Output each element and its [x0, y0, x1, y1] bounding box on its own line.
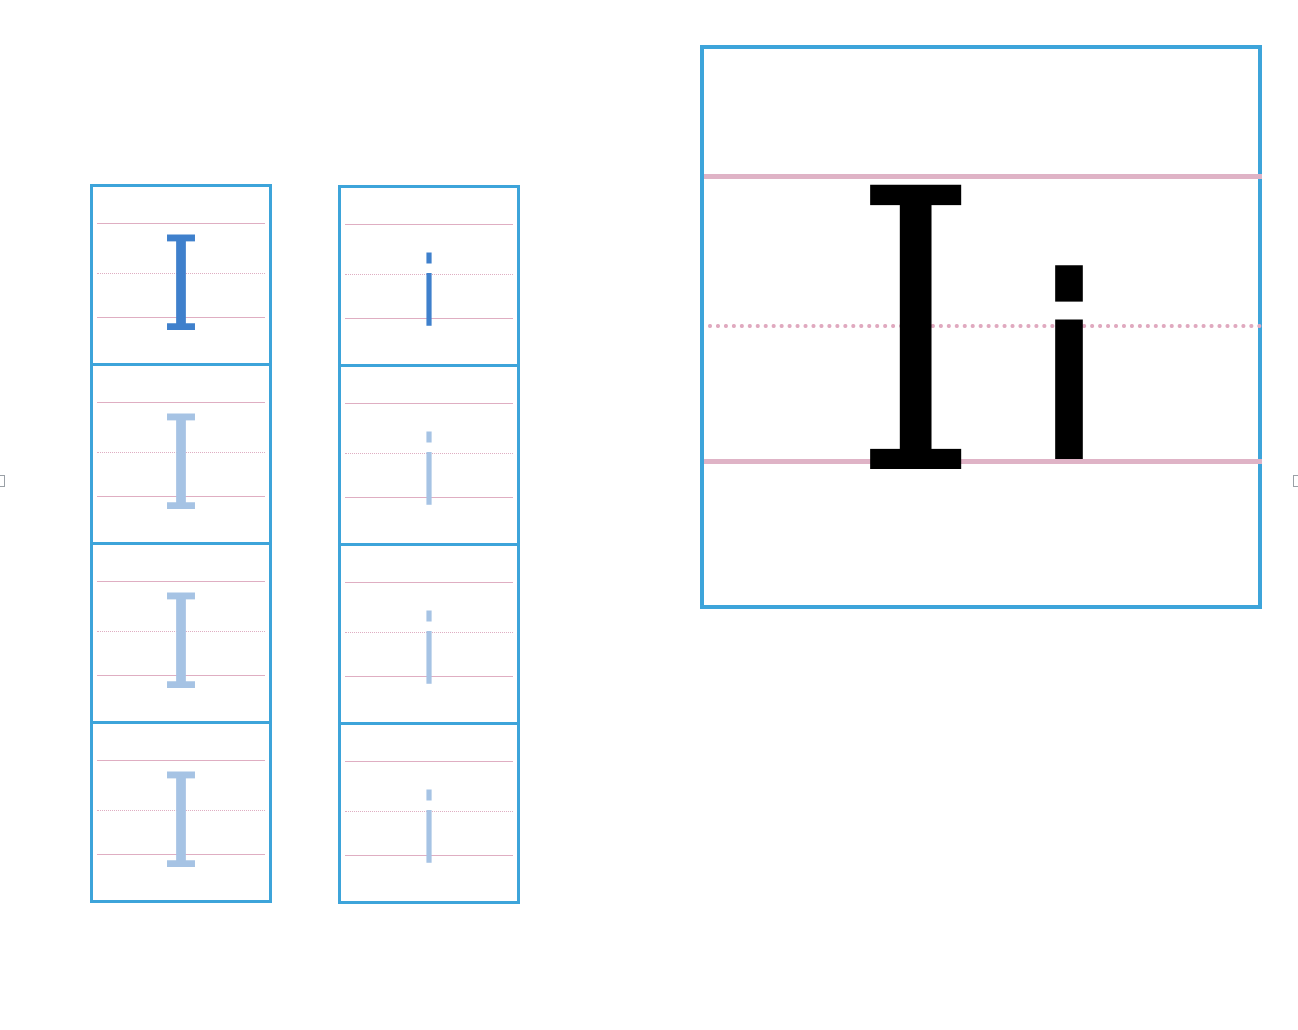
mid-dotted-guide-line	[708, 324, 1262, 328]
uppercase-practice-cell: I	[90, 363, 272, 545]
display-uppercase-letter: I	[852, 107, 979, 561]
base-guide-line	[97, 854, 265, 855]
lowercase-practice-cell: i	[338, 185, 520, 367]
lowercase-letter-example: i	[420, 237, 437, 349]
top-guide-line	[97, 760, 265, 761]
top-guide-line	[345, 582, 513, 583]
base-guide-line	[97, 675, 265, 676]
base-guide-line	[97, 496, 265, 497]
top-guide-line	[97, 402, 265, 403]
uppercase-practice-cell: I	[90, 721, 272, 903]
top-guide-line	[97, 581, 265, 582]
base-guide-line	[704, 459, 1262, 464]
mid-dotted-guide-line	[345, 632, 513, 633]
mid-dotted-guide-line	[345, 811, 513, 812]
left-resize-handle[interactable]	[0, 475, 5, 487]
top-guide-line	[97, 223, 265, 224]
lowercase-practice-cell: i	[338, 364, 520, 546]
base-guide-line	[345, 318, 513, 319]
lowercase-letter-trace: i	[420, 416, 437, 528]
right-resize-handle[interactable]	[1293, 475, 1298, 487]
mid-dotted-guide-line	[97, 273, 265, 274]
lowercase-letter-trace: i	[420, 774, 437, 886]
mid-dotted-guide-line	[345, 453, 513, 454]
top-guide-line	[345, 761, 513, 762]
top-guide-line	[704, 174, 1262, 179]
mid-dotted-guide-line	[97, 452, 265, 453]
letter-display-card: I i	[700, 45, 1262, 609]
mid-dotted-guide-line	[97, 810, 265, 811]
base-guide-line	[97, 317, 265, 318]
top-guide-line	[345, 403, 513, 404]
uppercase-practice-cell: I	[90, 184, 272, 366]
uppercase-letter-trace: I	[161, 566, 201, 719]
lowercase-practice-cell: i	[338, 543, 520, 725]
lowercase-practice-column: i i i i	[338, 185, 520, 904]
base-guide-line	[345, 497, 513, 498]
lowercase-letter-trace: i	[420, 595, 437, 707]
lowercase-practice-cell: i	[338, 722, 520, 904]
base-guide-line	[345, 855, 513, 856]
uppercase-letter-example: I	[161, 208, 201, 361]
uppercase-practice-cell: I	[90, 542, 272, 724]
base-guide-line	[345, 676, 513, 677]
uppercase-letter-trace: I	[161, 745, 201, 898]
top-guide-line	[345, 224, 513, 225]
uppercase-practice-column: I I I I	[90, 184, 272, 903]
uppercase-letter-trace: I	[161, 387, 201, 540]
mid-dotted-guide-line	[97, 631, 265, 632]
display-lowercase-letter: i	[1041, 223, 1097, 520]
mid-dotted-guide-line	[345, 274, 513, 275]
